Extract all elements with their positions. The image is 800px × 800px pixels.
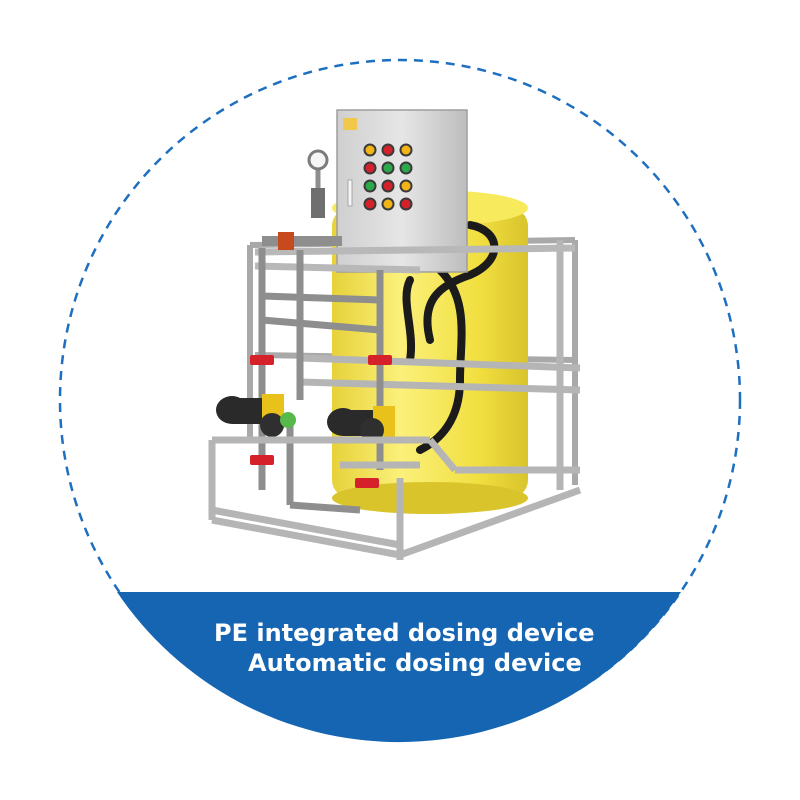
header-pipe <box>262 236 342 246</box>
indicator-light <box>365 199 375 209</box>
indicator-light <box>383 199 393 209</box>
metering-pump-left <box>216 394 296 437</box>
indicator-light <box>401 181 411 191</box>
indicator-light <box>383 163 393 173</box>
indicator-light <box>365 145 375 155</box>
indicator-light <box>401 145 411 155</box>
caption-line-2: Automatic dosing device <box>248 649 582 677</box>
steel-frame-top <box>254 244 576 274</box>
dosing-device <box>208 109 582 560</box>
indicator-light <box>401 199 411 209</box>
red-valves <box>250 355 392 488</box>
indicator-light <box>365 181 375 191</box>
indicator-light <box>383 145 393 155</box>
indicator-lights <box>363 143 413 211</box>
pressure-gauge <box>307 149 329 218</box>
metering-pump-right <box>327 406 395 442</box>
indicator-light <box>383 181 393 191</box>
steel-frame-middle <box>299 240 581 490</box>
warning-label <box>343 118 357 130</box>
indicator-light <box>401 163 411 173</box>
header-fitting <box>278 232 294 250</box>
panel-handle <box>347 179 353 207</box>
indicator-light <box>365 163 375 173</box>
caption-line-1: PE integrated dosing device <box>214 619 595 647</box>
caption-banner <box>117 592 681 743</box>
hoses <box>402 221 499 454</box>
steel-frame-front <box>208 436 582 560</box>
